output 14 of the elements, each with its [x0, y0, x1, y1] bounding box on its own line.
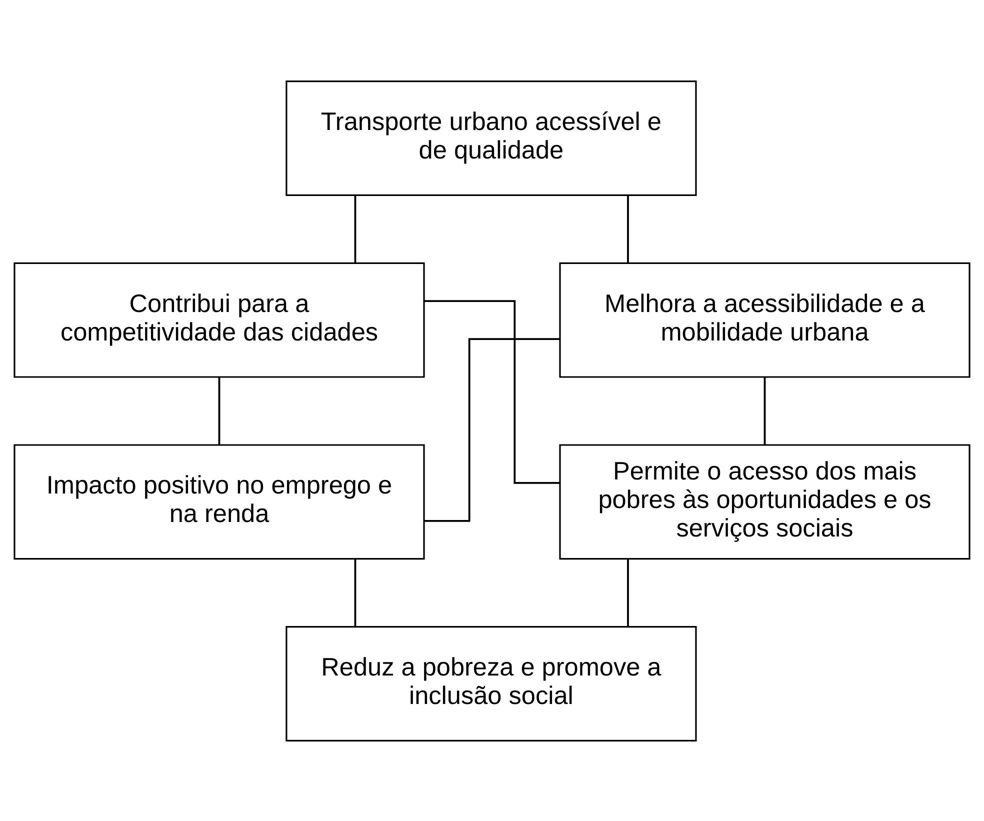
node-box: Impacto positivo no emprego e na renda	[14, 444, 425, 560]
node-box: Transporte urbano acessível e de qualidade	[286, 80, 697, 196]
connector	[354, 558, 356, 626]
node-box: Melhora a acessibilidade e a mobilidade urbana	[559, 262, 970, 378]
connector	[627, 194, 629, 262]
connector	[424, 300, 560, 484]
connector	[627, 558, 629, 626]
connector	[424, 338, 560, 522]
connector	[354, 194, 356, 262]
connector	[764, 376, 766, 444]
node-box: Permite o acesso dos mais pobres às oportunidades e os serviços sociais	[559, 444, 970, 560]
node-box: Reduz a pobreza e promove a inclusão social	[286, 626, 697, 741]
node-box: Contribui para a competitividade das cidades	[14, 262, 425, 378]
connector	[218, 376, 220, 444]
